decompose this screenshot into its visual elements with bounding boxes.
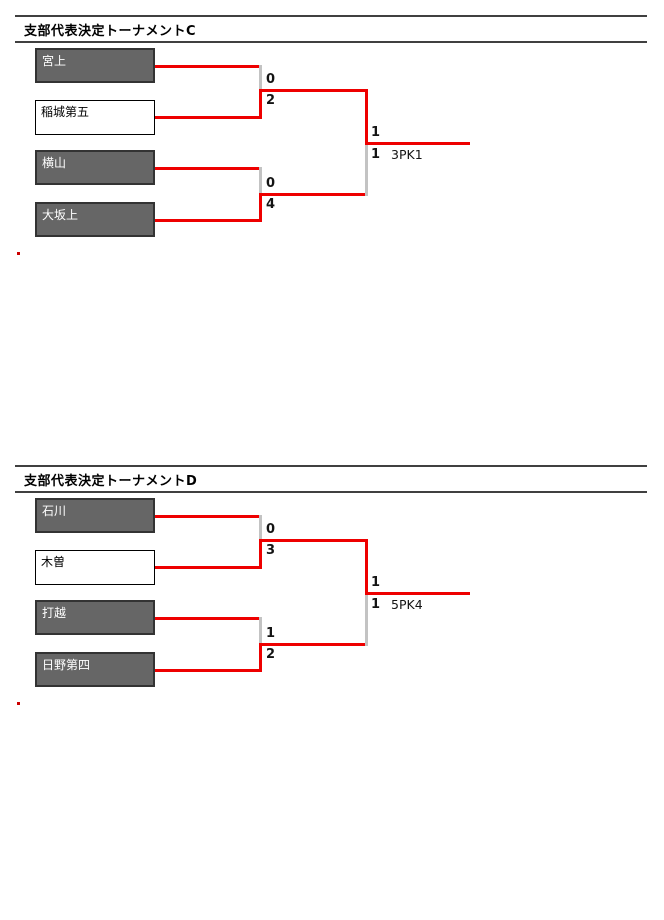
team-box: 宮上 <box>35 48 155 83</box>
final-bottom-score: 1 <box>371 597 381 612</box>
team-box: 大坂上 <box>35 202 155 237</box>
section-divider-bottom <box>15 41 647 43</box>
match2-bottom-feeder-line <box>155 669 262 672</box>
tournament-bracket-d: 支部代表決定トーナメントD 石川 木曽 打越 日野第四 0 3 1 2 1 1 … <box>0 465 664 725</box>
red-dot-marker <box>17 252 20 255</box>
final-winner-connector <box>365 539 368 595</box>
red-dot-marker <box>17 702 20 705</box>
match2-bottom-score: 2 <box>266 647 276 662</box>
team-name: 木曽 <box>41 555 66 569</box>
match1-winner-line <box>259 89 368 92</box>
team-name: 横山 <box>42 156 67 170</box>
final-top-score: 1 <box>371 575 381 590</box>
team-name: 日野第四 <box>42 658 91 672</box>
match2-top-score: 0 <box>266 176 276 191</box>
final-top-score: 1 <box>371 125 381 140</box>
match1-bottom-score: 3 <box>266 543 276 558</box>
team-box: 打越 <box>35 600 155 635</box>
final-winner-connector <box>365 89 368 145</box>
match1-top-score: 0 <box>266 72 276 87</box>
match2-top-feeder-line <box>155 167 262 170</box>
match2-winner-line <box>259 643 368 646</box>
final-pk-note: 5PK4 <box>391 597 423 612</box>
match1-top-feeder-line <box>155 515 262 518</box>
final-loser-connector <box>365 592 368 646</box>
team-box: 日野第四 <box>35 652 155 687</box>
team-box: 木曽 <box>35 550 155 585</box>
team-box: 稲城第五 <box>35 100 155 135</box>
bracket-title: 支部代表決定トーナメントD <box>24 474 198 489</box>
team-box: 横山 <box>35 150 155 185</box>
final-loser-connector <box>365 142 368 196</box>
final-winner-line <box>365 592 470 595</box>
team-name: 石川 <box>42 504 67 518</box>
match1-loser-connector <box>259 515 262 542</box>
section-divider-top <box>15 15 647 17</box>
match2-bottom-score: 4 <box>266 197 276 212</box>
match2-winner-line <box>259 193 368 196</box>
match1-top-feeder-line <box>155 65 262 68</box>
team-name: 大坂上 <box>42 208 79 222</box>
section-divider-bottom <box>15 491 647 493</box>
match2-top-feeder-line <box>155 617 262 620</box>
match1-top-score: 0 <box>266 522 276 537</box>
tournament-bracket-c: 支部代表決定トーナメントC 宮上 稲城第五 横山 大坂上 0 2 0 4 1 1… <box>0 15 664 275</box>
match2-top-score: 1 <box>266 626 276 641</box>
match1-bottom-score: 2 <box>266 93 276 108</box>
bracket-title: 支部代表決定トーナメントC <box>24 24 197 39</box>
team-box: 石川 <box>35 498 155 533</box>
team-name: 宮上 <box>42 54 67 68</box>
match2-winner-connector <box>259 193 262 222</box>
match1-bottom-feeder-line <box>155 566 262 569</box>
section-divider-top <box>15 465 647 467</box>
match1-bottom-feeder-line <box>155 116 262 119</box>
team-name: 打越 <box>42 606 67 620</box>
match2-loser-connector <box>259 617 262 646</box>
final-bottom-score: 1 <box>371 147 381 162</box>
match1-loser-connector <box>259 65 262 92</box>
team-name: 稲城第五 <box>41 105 90 119</box>
match2-bottom-feeder-line <box>155 219 262 222</box>
match1-winner-line <box>259 539 368 542</box>
match1-winner-connector <box>259 89 262 119</box>
final-winner-line <box>365 142 470 145</box>
match1-winner-connector <box>259 539 262 569</box>
match2-loser-connector <box>259 167 262 196</box>
final-pk-note: 3PK1 <box>391 147 423 162</box>
match2-winner-connector <box>259 643 262 672</box>
